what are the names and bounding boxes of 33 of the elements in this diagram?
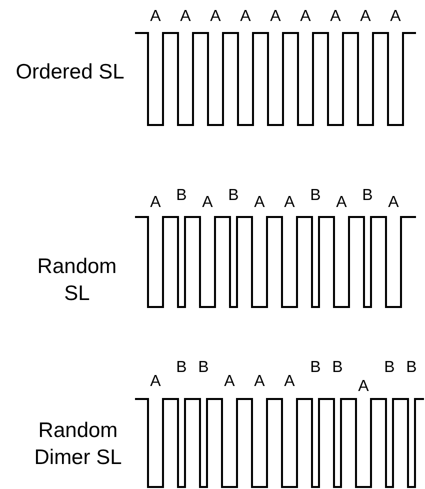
layer-label: B	[310, 188, 321, 204]
layer-label: B	[176, 188, 187, 204]
layer-label: B	[310, 360, 321, 376]
layer-label: A	[300, 9, 311, 25]
layer-label: B	[228, 188, 239, 204]
layer-label: A	[150, 374, 161, 390]
layer-label: A	[180, 9, 191, 25]
layer-label: B	[384, 360, 395, 376]
layer-label: A	[336, 195, 347, 211]
layer-label: A	[202, 195, 213, 211]
structure-label: Ordered SL	[14, 60, 126, 86]
layer-label: A	[254, 374, 265, 390]
layer-label: A	[358, 379, 369, 395]
layer-label: A	[284, 195, 295, 211]
layer-label: A	[210, 9, 221, 25]
layer-label: A	[388, 195, 399, 211]
layer-label: B	[176, 360, 187, 376]
layer-label: A	[254, 195, 265, 211]
layer-label: B	[362, 188, 373, 204]
layer-label: A	[330, 9, 341, 25]
layer-label: B	[198, 360, 209, 376]
structure-label: Random Dimer SL	[33, 418, 123, 471]
layer-label: A	[224, 374, 235, 390]
layer-label: B	[332, 360, 343, 376]
layer-label: A	[150, 9, 161, 25]
layer-label: B	[406, 360, 417, 376]
layer-label: A	[360, 9, 371, 25]
layer-label: A	[240, 9, 251, 25]
layer-label: A	[390, 9, 401, 25]
layer-label: A	[150, 195, 161, 211]
structure-label: Random SL	[36, 254, 118, 307]
layer-label: A	[284, 374, 295, 390]
layer-label: A	[270, 9, 281, 25]
